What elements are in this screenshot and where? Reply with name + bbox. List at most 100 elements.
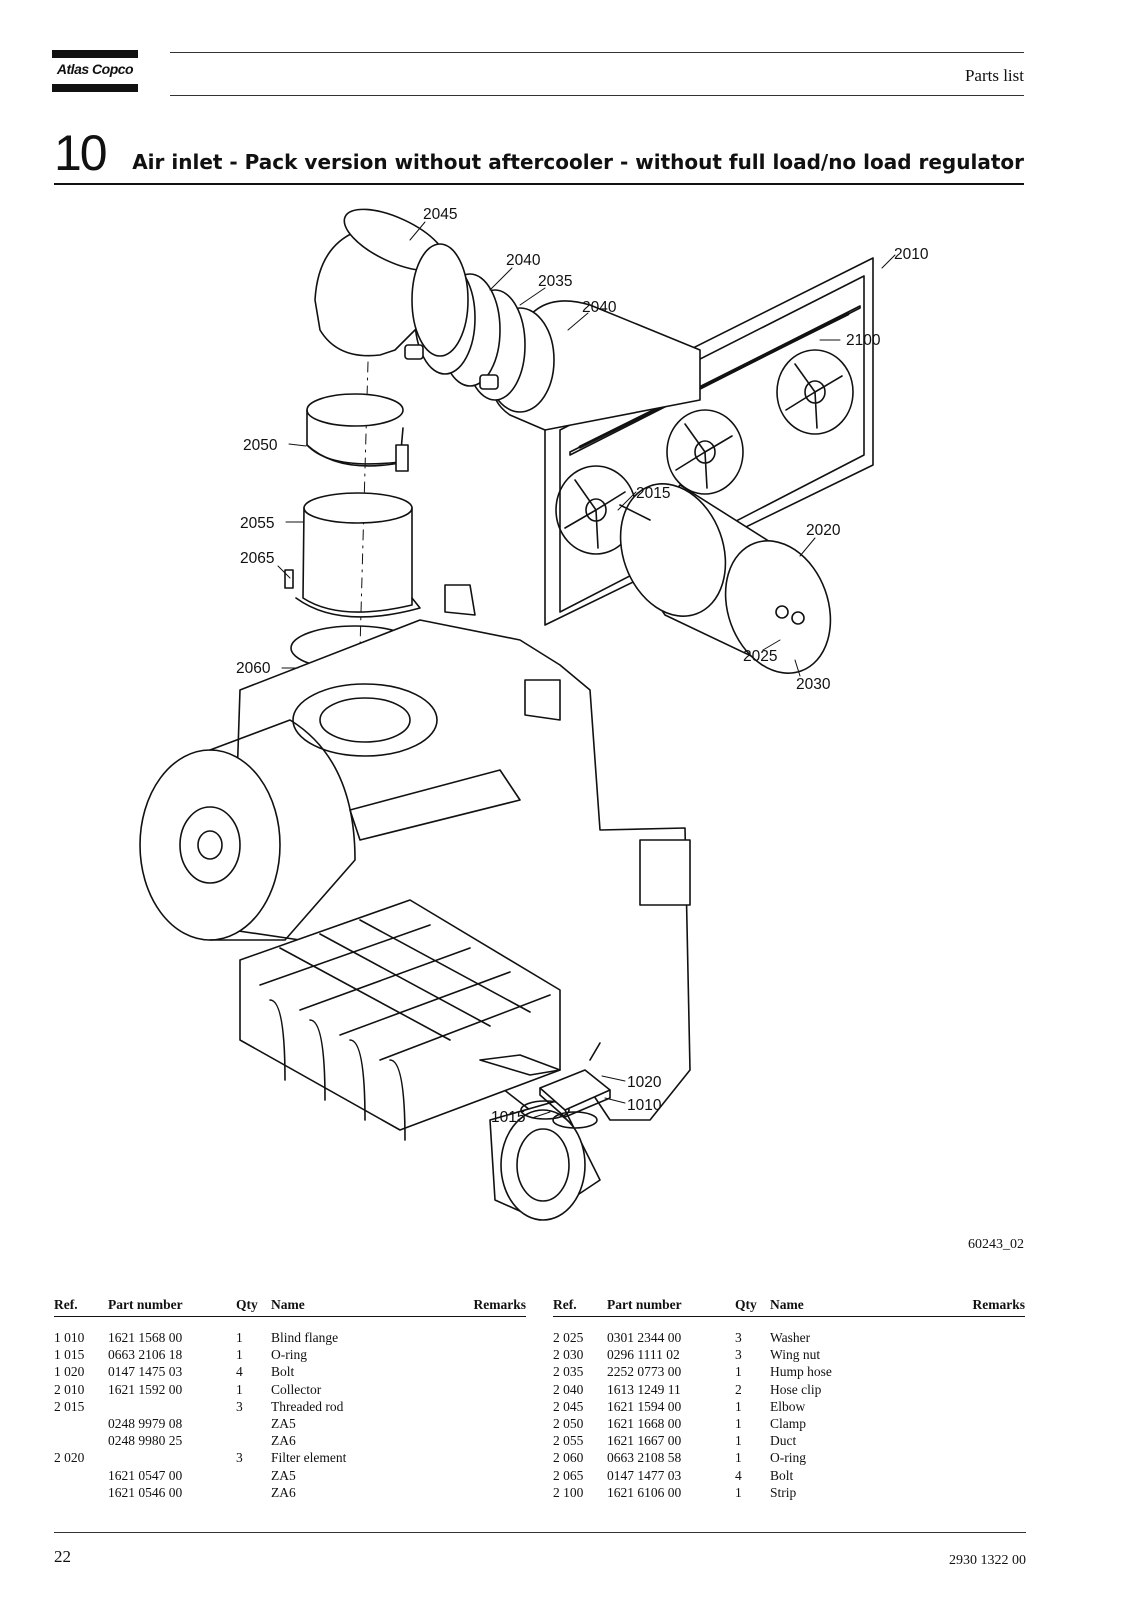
callout-2030: 2030 bbox=[796, 676, 831, 693]
cell-part: 0301 2344 00 bbox=[607, 1330, 682, 1345]
header-rule-top bbox=[170, 52, 1024, 53]
cell-qty: 4 bbox=[735, 1467, 742, 1483]
footer-rule bbox=[54, 1532, 1026, 1533]
cell-part: 0296 1111 02 bbox=[607, 1347, 680, 1363]
cell-remarks bbox=[443, 1329, 526, 1346]
chapter-title: Air inlet - Pack version without afterco… bbox=[132, 150, 1024, 174]
cell-ref: 2 055 bbox=[553, 1433, 584, 1449]
cell-ref: 2 025 bbox=[553, 1330, 584, 1345]
table-row: 0248 9979 08 ZA5 bbox=[54, 1415, 526, 1432]
callout-1015: 1015 bbox=[491, 1109, 525, 1126]
cell-name: Threaded rod bbox=[271, 1398, 344, 1414]
cell-name: Hump hose bbox=[770, 1364, 832, 1380]
cell-part: 1621 1668 00 bbox=[607, 1416, 682, 1432]
collector-fan-3 bbox=[776, 349, 854, 435]
cell-part: 0248 9979 08 bbox=[108, 1416, 183, 1432]
callout-2060: 2060 bbox=[236, 660, 271, 677]
cell-qty: 1 bbox=[735, 1398, 742, 1414]
cell-name: Filter element bbox=[271, 1450, 347, 1466]
cell-qty: 1 bbox=[236, 1330, 243, 1345]
cell-remarks bbox=[942, 1415, 1025, 1432]
callout-1020: 1020 bbox=[627, 1074, 662, 1091]
cell-name: Wing nut bbox=[770, 1347, 821, 1363]
cell-remarks bbox=[443, 1363, 526, 1380]
cell-name: Bolt bbox=[770, 1467, 794, 1483]
cell-qty bbox=[236, 1432, 271, 1449]
callout-1010: 1010 bbox=[627, 1097, 662, 1114]
cell-part: 0147 1477 03 bbox=[607, 1467, 682, 1483]
cell-ref bbox=[54, 1432, 108, 1449]
cell-ref: 2 020 bbox=[54, 1450, 85, 1466]
callout-2050: 2050 bbox=[243, 437, 278, 454]
cell-ref: 2 100 bbox=[553, 1484, 584, 1500]
table-header-row: Ref. Part number Qty Name Remarks bbox=[553, 1297, 1025, 1317]
cell-qty: 3 bbox=[735, 1347, 742, 1363]
cell-remarks bbox=[443, 1415, 526, 1432]
cell-part: 1613 1249 11 bbox=[607, 1381, 681, 1397]
title-rule bbox=[54, 183, 1024, 185]
cell-part: 1621 1667 00 bbox=[607, 1433, 682, 1449]
figure-id: 60243_02 bbox=[968, 1237, 1024, 1252]
cell-part: 0663 2108 58 bbox=[607, 1450, 682, 1466]
cell-name: Strip bbox=[770, 1484, 797, 1500]
cell-ref: 2 060 bbox=[553, 1450, 584, 1466]
col-qty: Qty bbox=[236, 1297, 271, 1317]
cell-part: 0663 2106 18 bbox=[108, 1347, 183, 1363]
col-name: Name bbox=[770, 1297, 942, 1317]
cell-remarks bbox=[443, 1432, 526, 1449]
parts-table-right: Ref. Part number Qty Name Remarks 2 025 0… bbox=[553, 1297, 1025, 1501]
cell-name: O-ring bbox=[770, 1450, 806, 1466]
logo-text: Atlas Copco bbox=[56, 61, 134, 77]
col-ref: Ref. bbox=[54, 1297, 108, 1317]
callout-2055: 2055 bbox=[240, 515, 274, 532]
callout-2035: 2035 bbox=[538, 273, 572, 290]
cell-name: Collector bbox=[271, 1381, 322, 1397]
cell-name: O-ring bbox=[271, 1347, 307, 1363]
cell-name: Elbow bbox=[770, 1398, 806, 1414]
table-row: 2 065 0147 1477 03 4 Bolt bbox=[553, 1467, 1025, 1484]
clamp bbox=[306, 393, 409, 472]
cell-ref bbox=[54, 1484, 108, 1501]
cell-remarks bbox=[942, 1432, 1025, 1449]
logo-bar-top bbox=[52, 50, 138, 58]
cell-name: Clamp bbox=[770, 1416, 806, 1432]
cell-name: Duct bbox=[770, 1433, 797, 1449]
cell-qty: 1 bbox=[236, 1347, 243, 1363]
cell-ref: 2 065 bbox=[553, 1467, 584, 1483]
cell-qty: 2 bbox=[735, 1381, 742, 1397]
table-header-row: Ref. Part number Qty Name Remarks bbox=[54, 1297, 526, 1317]
cell-ref: 1 020 bbox=[54, 1364, 85, 1380]
col-name: Name bbox=[271, 1297, 443, 1317]
cell-remarks bbox=[942, 1484, 1025, 1501]
col-part-number: Part number bbox=[108, 1297, 236, 1317]
cell-name: ZA5 bbox=[271, 1416, 296, 1432]
cell-ref: 2 040 bbox=[553, 1381, 584, 1397]
table-row: 2 020 3 Filter element bbox=[54, 1449, 526, 1466]
cell-remarks bbox=[443, 1346, 526, 1363]
callout-labels: 2045 2040 2035 2040 2010 2100 2050 2055 … bbox=[236, 206, 929, 1126]
cell-part: 1621 6106 00 bbox=[607, 1484, 682, 1500]
callout-2020: 2020 bbox=[806, 522, 841, 539]
page-number: 22 bbox=[54, 1547, 71, 1566]
cell-part: 1621 1568 00 bbox=[108, 1330, 183, 1345]
cell-qty: 1 bbox=[735, 1433, 742, 1449]
callout-2045: 2045 bbox=[423, 206, 457, 223]
atlas-copco-logo: Atlas Copco bbox=[52, 50, 138, 92]
cell-qty: 1 bbox=[735, 1484, 742, 1500]
table-row: 2 100 1621 6106 00 1 Strip bbox=[553, 1484, 1025, 1501]
blind-flange bbox=[539, 1069, 611, 1129]
cell-qty: 1 bbox=[735, 1364, 742, 1380]
cell-remarks bbox=[443, 1398, 526, 1415]
cell-qty: 3 bbox=[236, 1450, 243, 1466]
